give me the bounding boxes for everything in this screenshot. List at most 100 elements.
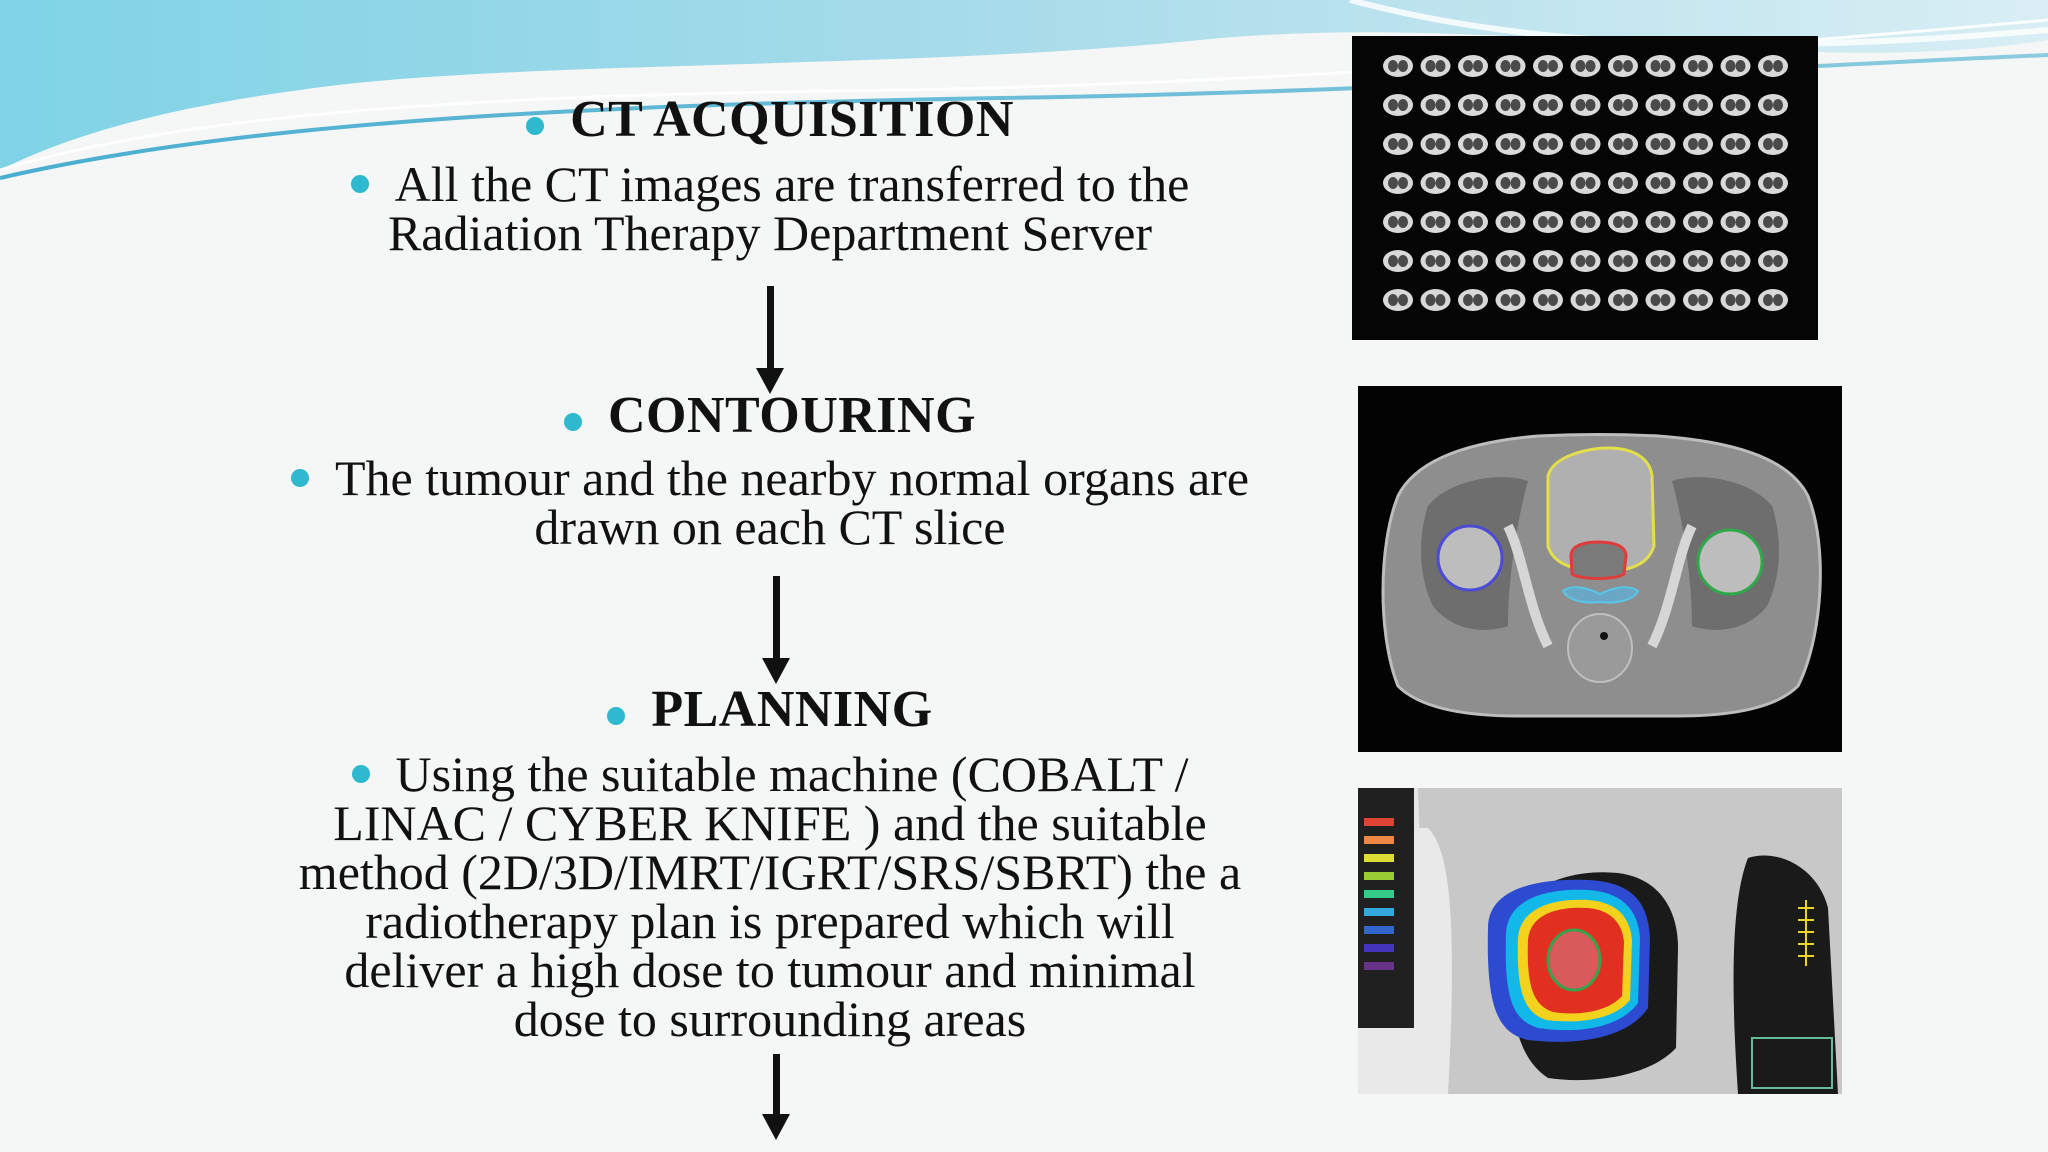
step-text-line: Radiation Therapy Department Server: [387, 205, 1153, 261]
ct-slice-thumbnail: [1683, 94, 1713, 116]
step-text-line: radiotherapy plan is prepared which will: [365, 893, 1175, 949]
ct-slice-thumbnail: [1533, 94, 1563, 116]
ct-slice-thumbnail: [1720, 289, 1751, 311]
ct-slice-thumbnail: [1570, 172, 1601, 194]
ct-slice-thumbnail: [1495, 94, 1526, 116]
bullet-icon: [607, 707, 626, 726]
ct-slice-thumbnail: [1420, 94, 1451, 116]
step-text-line: drawn on each CT slice: [534, 499, 1006, 555]
ct-slice-thumbnail: [1570, 289, 1601, 311]
ct-slice-thumbnail: [1608, 250, 1638, 272]
dose-colorwash-image: [1358, 788, 1842, 1094]
step-heading: CT ACQUISITION: [570, 91, 1014, 148]
ct-slice-thumbnail: [1495, 133, 1526, 155]
ct-slice-thumbnail: [1570, 211, 1601, 233]
ct-slice-thumbnail: [1758, 133, 1788, 155]
bullet-icon: [351, 764, 370, 783]
ct-slice-thumbnail: [1570, 94, 1601, 116]
ct-slice-thumbnail: [1645, 55, 1676, 77]
ct-slice-thumbnail: [1720, 172, 1751, 194]
ct-slice-thumbnail: [1383, 94, 1413, 116]
step-contouring-text: The tumour and the nearby normal organs …: [180, 453, 1360, 555]
step-text-line: method (2D/3D/IMRT/IGRT/SRS/SBRT) the a: [298, 844, 1242, 900]
step-text-line: Using the suitable machine (COBALT /: [395, 746, 1189, 802]
flow-arrow-down-icon: [762, 1054, 790, 1144]
ct-slice-thumbnail: [1533, 211, 1563, 233]
ct-slice-thumbnail: [1608, 133, 1638, 155]
step-text-line: The tumour and the nearby normal organs …: [334, 450, 1250, 506]
ct-slice-thumbnail: [1608, 289, 1638, 311]
ct-slice-thumbnail: [1458, 211, 1488, 233]
ct-slice-thumbnail: [1420, 55, 1451, 77]
flow-arrow-down-icon: [756, 286, 784, 396]
bullet-icon: [290, 468, 309, 487]
flow-arrow-down-icon: [762, 576, 790, 686]
ct-slice-thumbnail: [1720, 55, 1751, 77]
ct-slice-thumbnail: [1420, 250, 1451, 272]
ct-slice-thumbnail: [1758, 289, 1788, 311]
ct-slice-thumbnail: [1495, 289, 1526, 311]
ct-slice-thumbnail: [1383, 55, 1413, 77]
ct-slice-thumbnail: [1645, 172, 1676, 194]
ct-slice-thumbnail: [1533, 55, 1563, 77]
ct-slice-thumbnail: [1495, 250, 1526, 272]
ct-slice-thumbnail: [1533, 172, 1563, 194]
ct-slice-thumbnail: [1420, 133, 1451, 155]
ct-slice-thumbnail: [1683, 211, 1713, 233]
ct-slice-thumbnail: [1683, 172, 1713, 194]
ct-slice-thumbnail: [1720, 211, 1751, 233]
ct-slice-thumbnail: [1645, 133, 1676, 155]
ct-slice-thumbnail: [1458, 250, 1488, 272]
ct-slice-thumbnail: [1495, 172, 1526, 194]
ct-slice-thumbnail: [1420, 289, 1451, 311]
step-contouring-heading: CONTOURING: [180, 386, 1360, 446]
ct-slice-thumbnail: [1383, 211, 1413, 233]
ct-slice-thumbnail: [1720, 250, 1751, 272]
ct-slice-thumbnail: [1758, 250, 1788, 272]
ct-slice-thumbnail: [1683, 55, 1713, 77]
ct-slice-thumbnail: [1645, 94, 1676, 116]
axial-ct-contour-image: [1358, 386, 1842, 752]
step-text-line: LINAC / CYBER KNIFE ) and the suitable: [333, 795, 1207, 851]
ct-slice-thumbnail: [1495, 55, 1526, 77]
step-heading: CONTOURING: [607, 387, 977, 444]
ct-slice-thumbnail: [1383, 289, 1413, 311]
ct-slice-thumbnail: [1645, 289, 1676, 311]
ct-slice-thumbnail: [1533, 250, 1563, 272]
ct-slice-thumbnail: [1683, 289, 1713, 311]
ct-slice-thumbnail: [1720, 94, 1751, 116]
step-ct-acquisition-heading: CT ACQUISITION: [180, 90, 1360, 150]
bullet-icon: [350, 174, 369, 193]
ct-scan-grid-image: [1352, 36, 1818, 340]
ct-slice-thumbnail: [1570, 55, 1601, 77]
ct-slice-thumbnail: [1458, 133, 1488, 155]
step-text-line: All the CT images are transferred to the: [394, 156, 1190, 212]
ct-slice-thumbnail: [1758, 211, 1788, 233]
ct-slice-thumbnail: [1383, 250, 1413, 272]
ct-slice-thumbnail: [1383, 133, 1413, 155]
step-planning-text: Using the suitable machine (COBALT / LIN…: [180, 749, 1360, 1044]
bullet-icon: [526, 117, 545, 136]
ct-slice-thumbnail: [1495, 211, 1526, 233]
ct-slice-thumbnail: [1608, 55, 1638, 77]
ct-slice-thumbnail: [1533, 133, 1563, 155]
step-heading: PLANNING: [651, 681, 933, 738]
ct-slice-thumbnail: [1420, 211, 1451, 233]
ct-slice-thumbnail: [1383, 172, 1413, 194]
ct-slice-thumbnail: [1458, 94, 1488, 116]
bullet-icon: [563, 413, 582, 432]
step-ct-acquisition-text: All the CT images are transferred to the…: [180, 159, 1360, 261]
ct-slice-thumbnail: [1645, 211, 1676, 233]
ct-slice-thumbnail: [1458, 289, 1488, 311]
ct-slice-thumbnail: [1608, 172, 1638, 194]
ct-slice-thumbnail: [1758, 94, 1788, 116]
ct-slice-thumbnail: [1570, 250, 1601, 272]
ct-slice-thumbnail: [1608, 94, 1638, 116]
ct-slice-thumbnail: [1758, 172, 1788, 194]
ct-slice-thumbnail: [1608, 211, 1638, 233]
ct-slice-thumbnail: [1683, 133, 1713, 155]
step-planning-heading: PLANNING: [180, 680, 1360, 740]
ct-slice-thumbnail: [1458, 172, 1488, 194]
ct-slice-thumbnail: [1645, 250, 1676, 272]
ct-slice-thumbnail: [1570, 133, 1601, 155]
